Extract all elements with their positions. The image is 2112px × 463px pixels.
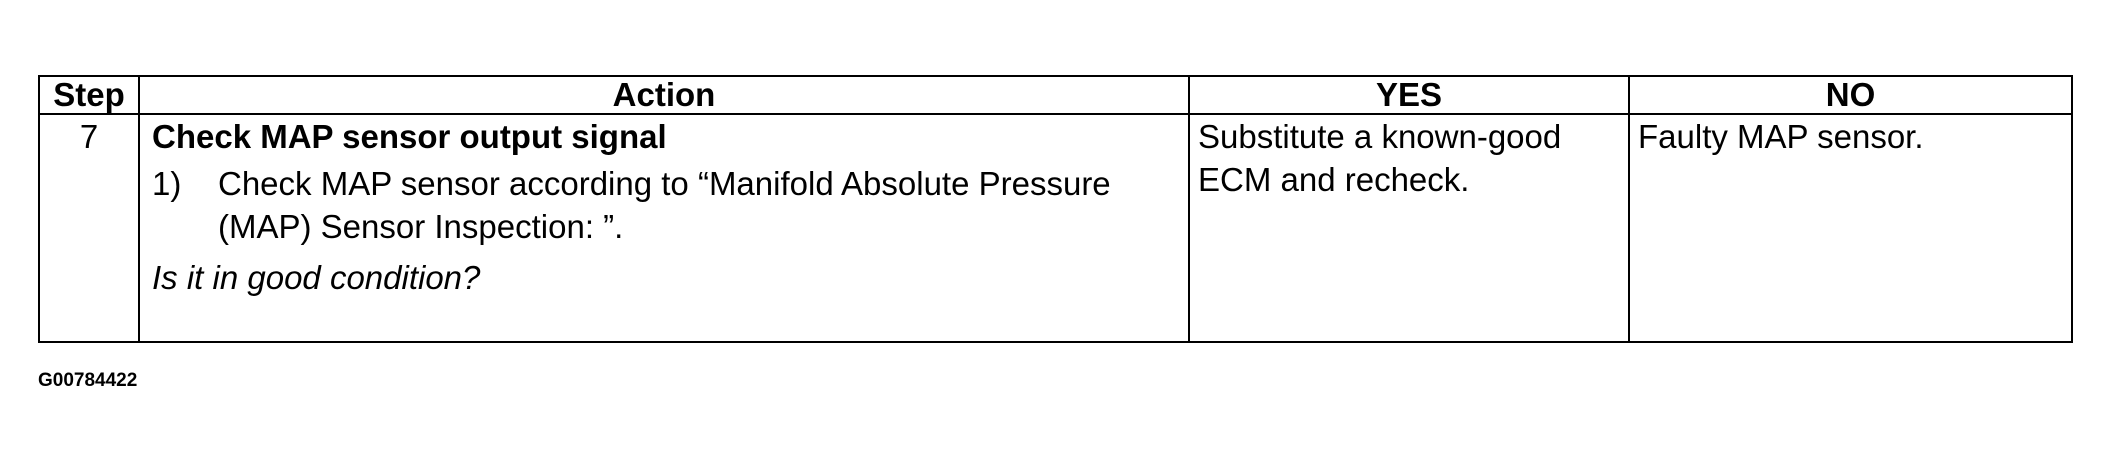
- header-yes: YES: [1188, 75, 1630, 115]
- reference-code: G00784422: [38, 370, 138, 391]
- action-question: Is it in good condition?: [152, 259, 481, 296]
- table-row: 7 Check MAP sensor output signal 1) Chec…: [38, 113, 2073, 343]
- header-step: Step: [38, 75, 140, 115]
- header-action: Action: [138, 75, 1190, 115]
- action-item-text: Check MAP sensor according to “Manifold …: [218, 165, 1111, 245]
- table-header-row: Step Action YES NO: [38, 75, 2073, 115]
- action-heading: Check MAP sensor output signal: [152, 118, 667, 155]
- header-no: NO: [1628, 75, 2073, 115]
- no-result: Faulty MAP sensor.: [1628, 113, 2073, 343]
- diagnostic-table: Step Action YES NO 7 Check MAP sensor ou…: [38, 75, 2073, 343]
- action-cell: Check MAP sensor output signal 1) Check …: [138, 113, 1190, 343]
- action-item: 1) Check MAP sensor according to “Manifo…: [152, 162, 1188, 248]
- yes-result: Substitute a known-good ECM and recheck.: [1188, 113, 1630, 343]
- action-item-number: 1): [152, 165, 182, 202]
- step-number: 7: [38, 113, 140, 343]
